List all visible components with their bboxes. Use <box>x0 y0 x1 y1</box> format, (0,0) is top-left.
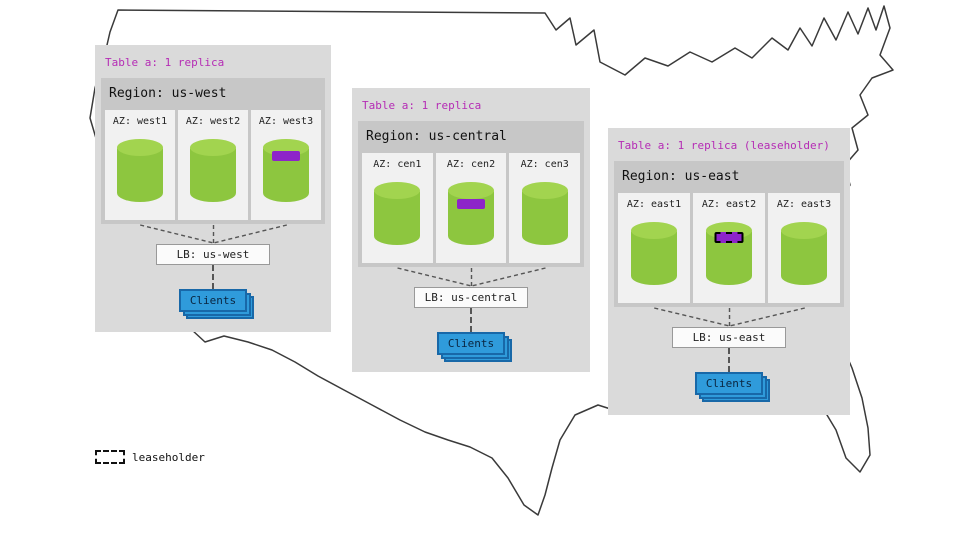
az-box-west1: AZ: west1 <box>105 110 175 220</box>
az-row: AZ: west1 AZ: west2 AZ: west3 <box>105 110 321 220</box>
replica-cylinder <box>706 222 752 285</box>
az-row: AZ: cen1 AZ: cen2 AZ: cen3 <box>362 153 581 263</box>
region-box: Region: us-central AZ: cen1 AZ: cen2 AZ:… <box>358 121 584 267</box>
az-row: AZ: east1 AZ: east2 AZ: east3 <box>618 193 840 303</box>
clients-box: Clients <box>695 372 770 402</box>
replica-cylinder <box>190 139 236 202</box>
region-title: Region: us-west <box>109 86 227 101</box>
az-lb-connector-lines <box>397 267 546 287</box>
replica-cylinder <box>374 182 421 245</box>
replica-cylinder <box>631 222 677 285</box>
region-title: Region: us-east <box>622 169 740 184</box>
load-balancer-box: LB: us-central <box>414 287 528 308</box>
replica-cylinder <box>117 139 163 202</box>
az-label: AZ: cen2 <box>446 159 496 170</box>
az-label: AZ: east2 <box>701 199 757 210</box>
az-box-east2: AZ: east2 <box>693 193 765 303</box>
az-box-east1: AZ: east1 <box>618 193 690 303</box>
region-box: Region: us-west AZ: west1 AZ: west2 AZ: … <box>101 78 325 224</box>
region-panel-us-east: Table a: 1 replica (leaseholder) Region:… <box>608 128 850 415</box>
lb-clients-connector <box>212 265 214 289</box>
az-label: AZ: cen1 <box>373 159 422 170</box>
lb-clients-connector <box>470 308 472 332</box>
az-box-cen3: AZ: cen3 <box>509 153 581 263</box>
table-replica-label: Table a: 1 replica <box>105 56 225 69</box>
az-label: AZ: west1 <box>112 116 168 127</box>
az-box-west3: AZ: west3 <box>251 110 321 220</box>
az-box-cen2: AZ: cen2 <box>435 153 507 263</box>
region-panel-us-west: Table a: 1 replica Region: us-west AZ: w… <box>95 45 331 332</box>
az-label: AZ: east3 <box>776 199 832 210</box>
table-replica-label: Table a: 1 replica (leaseholder) <box>618 139 830 152</box>
az-box-east3: AZ: east3 <box>768 193 840 303</box>
replica-cylinder <box>781 222 827 285</box>
az-box-west2: AZ: west2 <box>178 110 248 220</box>
legend: leaseholder <box>95 450 205 464</box>
clients-box: Clients <box>179 289 254 319</box>
replica-range-bar <box>457 199 485 209</box>
clients-box: Clients <box>437 332 512 362</box>
region-title: Region: us-central <box>366 129 507 144</box>
load-balancer-box: LB: us-west <box>156 244 270 265</box>
az-lb-connector-lines <box>140 224 287 244</box>
leaseholder-swatch-icon <box>95 450 125 464</box>
az-label: AZ: cen3 <box>520 159 569 170</box>
replica-cylinder <box>263 139 309 202</box>
load-balancer-box: LB: us-east <box>672 327 786 348</box>
legend-label: leaseholder <box>132 450 205 464</box>
az-lb-connector-lines <box>654 307 805 327</box>
replica-cylinder <box>521 182 568 245</box>
az-label: AZ: west2 <box>185 116 241 127</box>
region-panel-us-central: Table a: 1 replica Region: us-central AZ… <box>352 88 590 372</box>
replica-range-bar <box>272 151 300 161</box>
replica-cylinder <box>448 182 494 245</box>
region-box: Region: us-east AZ: east1 AZ: east2 AZ: … <box>614 161 844 307</box>
leaseholder-range-bar <box>714 232 744 243</box>
lb-clients-connector <box>728 348 730 372</box>
table-replica-label: Table a: 1 replica <box>362 99 482 112</box>
az-box-cen1: AZ: cen1 <box>362 153 433 263</box>
az-label: AZ: east1 <box>626 199 682 210</box>
az-label: AZ: west3 <box>258 116 314 127</box>
